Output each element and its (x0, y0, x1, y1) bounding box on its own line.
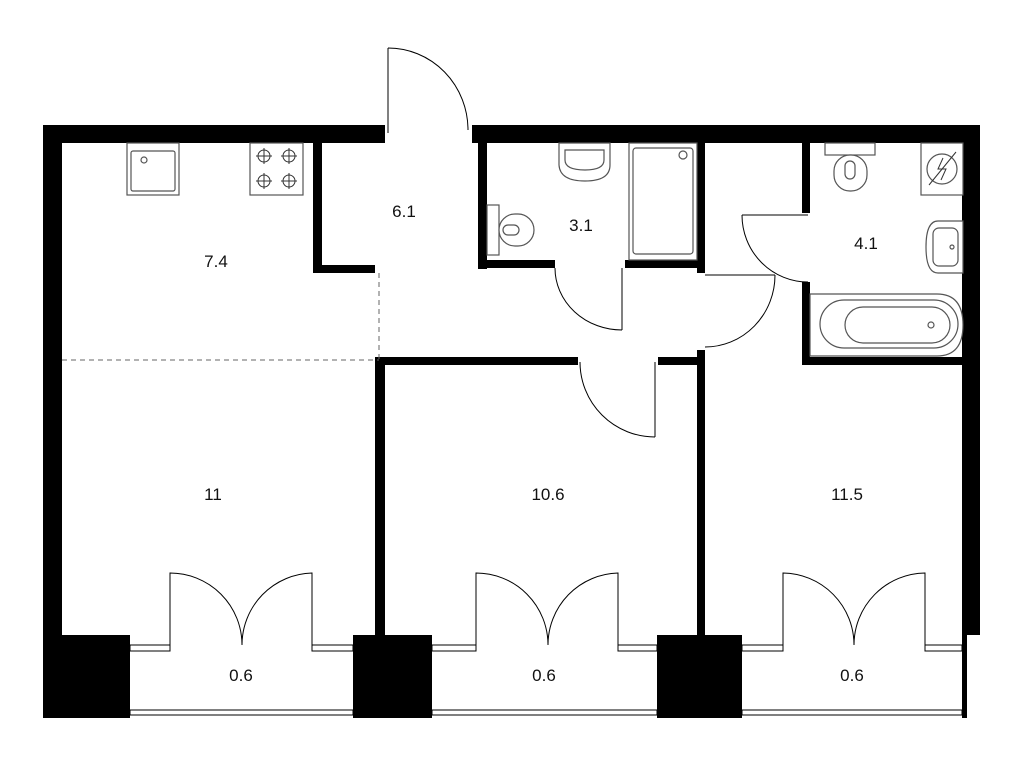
column (353, 635, 432, 718)
balcony-3-area: 0.6 (840, 666, 864, 685)
doors (169, 47, 926, 650)
kitchen-sink-icon (126, 142, 180, 196)
bathroom-1-door (554, 267, 623, 331)
zone-divider (62, 273, 380, 361)
room-labels: 7.4 6.1 3.1 4.1 11 10.6 11.5 0.6 0.6 0.6 (204, 202, 878, 685)
walls (43, 125, 980, 718)
bathtub-icon (628, 142, 698, 261)
toilet-icon (486, 204, 535, 256)
toilet-icon (824, 142, 876, 192)
washbasin-icon (558, 142, 611, 182)
balcony-1-area: 0.6 (229, 666, 253, 685)
kitchen-area: 7.4 (204, 252, 228, 271)
bathroom-1-area: 3.1 (569, 216, 593, 235)
bathroom-2-area: 4.1 (854, 234, 878, 253)
column (657, 635, 742, 718)
bedroom-2-area: 11.5 (831, 485, 863, 504)
bathroom-2-door (741, 214, 809, 283)
bedroom-1-area: 10.6 (531, 485, 564, 504)
balcony-door-1 (169, 572, 313, 650)
washing-machine-icon (920, 142, 964, 196)
balcony-door-3 (782, 572, 926, 650)
hall-area: 6.1 (392, 202, 416, 221)
washbasin-icon (925, 220, 964, 274)
stove-icon (249, 142, 304, 196)
entrance-door (387, 47, 469, 133)
bathtub-icon (809, 293, 964, 357)
balcony-2-area: 0.6 (532, 666, 556, 685)
balcony-door-2 (475, 572, 619, 650)
living-room-area: 11 (204, 485, 222, 504)
bedroom-1-door (579, 361, 656, 438)
bedroom-2-door (704, 274, 776, 348)
column (43, 635, 130, 718)
